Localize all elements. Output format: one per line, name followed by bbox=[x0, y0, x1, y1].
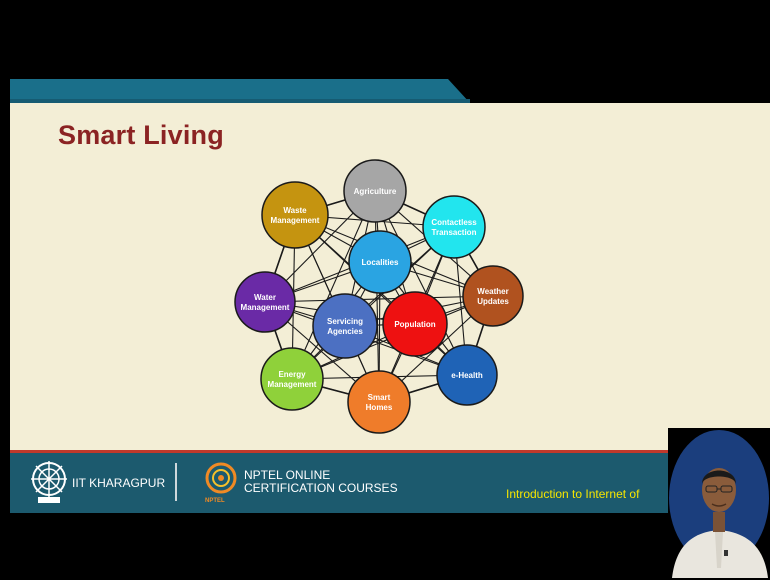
node-label-waste-management: Waste bbox=[283, 206, 307, 215]
node-label-weather-updates: Weather bbox=[477, 287, 508, 296]
node-circle-waste-management bbox=[261, 181, 329, 249]
node-label-water-management: Water bbox=[254, 293, 276, 302]
node-label-localities: Localities bbox=[362, 258, 399, 267]
course-title: Introduction to Internet of bbox=[506, 487, 640, 501]
nptel-logo-text: NPTEL bbox=[205, 498, 225, 504]
footer-bar bbox=[10, 453, 770, 513]
node-circle-energy-management bbox=[260, 347, 324, 411]
node-label-smart-homes: Homes bbox=[366, 403, 393, 412]
node-circle-e-health bbox=[436, 344, 498, 406]
diagram-nodes: AgricultureContactlessTransactionWeather… bbox=[234, 159, 524, 434]
node-label-weather-updates: Updates bbox=[477, 297, 509, 306]
nptel-logo-icon bbox=[205, 462, 237, 494]
node-label-servicing-agencies: Servicing bbox=[327, 317, 363, 326]
nptel-line-2: CERTIFICATION COURSES bbox=[244, 481, 398, 495]
institute-name: IIT KHARAGPUR bbox=[72, 476, 166, 490]
smart-living-diagram: AgricultureContactlessTransactionWeather… bbox=[234, 159, 524, 434]
node-e-health: e-Health bbox=[436, 344, 498, 406]
header-banner bbox=[0, 79, 770, 103]
nptel-line-1: NPTEL ONLINE bbox=[244, 468, 331, 482]
node-label-energy-management: Management bbox=[268, 380, 317, 389]
node-label-waste-management: Management bbox=[271, 216, 320, 225]
node-circle-smart-homes bbox=[347, 370, 411, 434]
connection-line bbox=[264, 295, 494, 303]
node-circle-localities bbox=[348, 230, 412, 294]
footer-separator bbox=[175, 463, 177, 501]
top-black-bar bbox=[0, 0, 770, 79]
node-label-e-health: e-Health bbox=[451, 371, 483, 380]
connection-line bbox=[291, 226, 455, 380]
slide-title: Smart Living bbox=[58, 120, 224, 150]
iit-kharagpur-logo-icon bbox=[31, 461, 67, 503]
bottom-black-bar bbox=[0, 513, 770, 580]
node-label-energy-management: Energy bbox=[278, 370, 306, 379]
node-label-smart-homes: Smart bbox=[368, 393, 391, 402]
node-label-population: Population bbox=[394, 320, 435, 329]
node-circle-weather-updates bbox=[462, 265, 524, 327]
node-agriculture: Agriculture bbox=[343, 159, 407, 223]
node-circle-contactless-transaction bbox=[422, 195, 486, 259]
node-circle-water-management bbox=[234, 271, 296, 333]
nptel-course-label: NPTEL ONLINE CERTIFICATION COURSES bbox=[244, 469, 398, 495]
node-circle-population bbox=[382, 291, 448, 357]
footer-divider-line bbox=[10, 450, 770, 453]
node-circle-agriculture bbox=[343, 159, 407, 223]
node-circle-servicing-agencies bbox=[312, 293, 378, 359]
node-label-contactless-transaction: Transaction bbox=[432, 228, 477, 237]
connection-line bbox=[291, 190, 376, 380]
node-population: Population bbox=[382, 291, 448, 357]
node-localities: Localities bbox=[348, 230, 412, 294]
node-label-water-management: Management bbox=[241, 303, 290, 312]
node-label-contactless-transaction: Contactless bbox=[431, 218, 477, 227]
node-label-servicing-agencies: Agencies bbox=[327, 327, 363, 336]
presenter-video-image bbox=[668, 428, 770, 578]
node-label-agriculture: Agriculture bbox=[354, 187, 397, 196]
